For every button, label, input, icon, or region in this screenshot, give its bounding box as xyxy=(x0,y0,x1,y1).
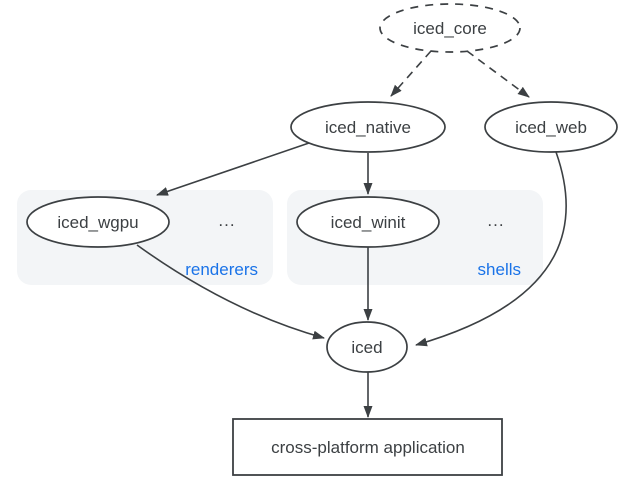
node-application: cross-platform application xyxy=(232,418,503,476)
iced-winit-label: iced_winit xyxy=(331,213,406,232)
renderers-group-label: renderers xyxy=(185,260,258,279)
application-label: cross-platform application xyxy=(271,438,465,457)
edge-iced-native-to-iced-wgpu xyxy=(156,142,310,196)
node-iced-winit: iced_winit xyxy=(296,196,440,248)
node-iced-core: iced_core xyxy=(379,3,521,53)
iced-web-ellipse xyxy=(484,101,618,153)
shells-group-label: shells xyxy=(478,260,521,279)
iced-label: iced xyxy=(351,338,382,357)
iced-winit-ellipse xyxy=(296,196,440,248)
edge-iced-web-to-iced xyxy=(415,151,567,347)
shells-ellipsis: ... xyxy=(487,211,504,230)
application-rect xyxy=(232,418,503,476)
iced-wgpu-label: iced_wgpu xyxy=(57,213,138,232)
edge-iced-wgpu-to-iced xyxy=(136,244,325,340)
iced-ellipse xyxy=(326,321,408,373)
iced-native-label: iced_native xyxy=(325,118,411,137)
node-iced-wgpu: iced_wgpu xyxy=(26,196,170,248)
edge-iced-core-to-iced-web xyxy=(466,50,530,98)
iced-core-label: iced_core xyxy=(413,19,487,38)
node-iced: iced xyxy=(326,321,408,373)
iced-wgpu-ellipse xyxy=(26,196,170,248)
renderers-ellipsis: ... xyxy=(218,211,235,230)
iced-web-label: iced_web xyxy=(515,118,587,137)
node-iced-web: iced_web xyxy=(484,101,618,153)
edge-iced-core-to-iced-native xyxy=(390,50,432,97)
iced-native-ellipse xyxy=(290,101,446,153)
iced-core-ellipse xyxy=(379,3,521,53)
node-iced-native: iced_native xyxy=(290,101,446,153)
